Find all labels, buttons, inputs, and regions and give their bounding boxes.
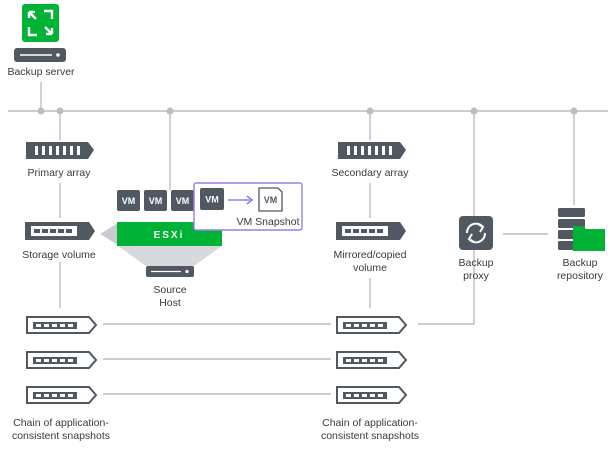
chain-left-label-line1: Chain of application- — [13, 417, 109, 429]
mirrored-volume: Mirrored/copied volume — [334, 222, 407, 274]
snapshot-icon — [336, 386, 408, 404]
vm-label: VM — [205, 195, 219, 205]
chain-right-label-line1: Chain of application- — [322, 417, 418, 429]
storage-volume: Storage volume — [22, 222, 96, 261]
bus-junction-dot — [366, 107, 374, 115]
primary-array-label: Primary array — [27, 167, 91, 179]
bus-junction-dot — [570, 107, 578, 115]
proxy-link — [418, 111, 475, 325]
snapshot-icon — [26, 351, 98, 369]
vm-snapshot-label: VM Snapshot — [236, 216, 299, 228]
source-host: VM VM VM ESXi Source Host — [100, 190, 222, 309]
backup-proxy: Backup proxy — [458, 216, 494, 282]
backup-server: Backup server — [7, 4, 75, 78]
snapshot-icon — [26, 386, 98, 404]
backup-proxy-label-line1: Backup — [458, 257, 493, 269]
mirrored-volume-label-line2: volume — [353, 262, 387, 274]
bus-junction-dot — [56, 107, 64, 115]
repository-disk-icon — [558, 208, 585, 217]
backup-proxy-label-line2: proxy — [463, 270, 489, 282]
source-host-label-line1: Source — [153, 284, 186, 296]
connector-lines — [8, 82, 608, 395]
bus-junction-dot — [470, 107, 478, 115]
vm-icon — [117, 190, 140, 211]
chain-left-label-line2: consistent snapshots — [12, 430, 110, 442]
vm-icon — [200, 188, 224, 210]
backup-repository: Backup repository — [557, 208, 605, 282]
mirrored-volume-label-line1: Mirrored/copied — [334, 249, 407, 261]
bus-junction-dot — [166, 107, 174, 115]
primary-array: Primary array — [26, 142, 94, 179]
veeam-logo-icon — [22, 4, 59, 42]
secondary-array: Secondary array — [331, 142, 409, 179]
vm-label: VM — [149, 196, 163, 206]
vm-label: VM — [176, 196, 190, 206]
backup-repository-label-line2: repository — [557, 270, 604, 282]
backup-repository-label-line1: Backup — [562, 257, 597, 269]
secondary-array-label: Secondary array — [331, 167, 409, 179]
backup-proxy-icon — [459, 216, 493, 250]
backup-server-label: Backup server — [7, 66, 75, 78]
vm-snapshot-icon-label: VM — [264, 195, 278, 205]
folder-icon — [573, 226, 605, 251]
vm-label: VM — [122, 196, 136, 206]
snapshot-icon — [26, 316, 98, 334]
snapshot-arrow-head — [246, 195, 254, 205]
vm-snapshot-callout: VM VM VM Snapshot — [193, 182, 303, 231]
chain-right-label-line2: consistent snapshots — [321, 430, 419, 442]
snapshot-icon — [336, 351, 408, 369]
snapshot-chain-left: Chain of application- consistent snapsho… — [12, 316, 110, 442]
vm-icon — [171, 190, 194, 211]
vm-snapshot-icon — [258, 187, 283, 212]
storage-volume-label: Storage volume — [22, 249, 96, 261]
snapshot-chain-right: Chain of application- consistent snapsho… — [321, 316, 419, 442]
vm-icon — [144, 190, 167, 211]
veeam-logo-glyph — [27, 9, 54, 37]
bus-junction-dot — [37, 107, 45, 115]
mapping-arrow — [100, 223, 118, 245]
snapshot-icon — [336, 316, 408, 334]
source-host-label-line2: Host — [159, 297, 181, 309]
host-shadow — [118, 246, 222, 266]
esxi-label: ESXi — [154, 230, 185, 241]
